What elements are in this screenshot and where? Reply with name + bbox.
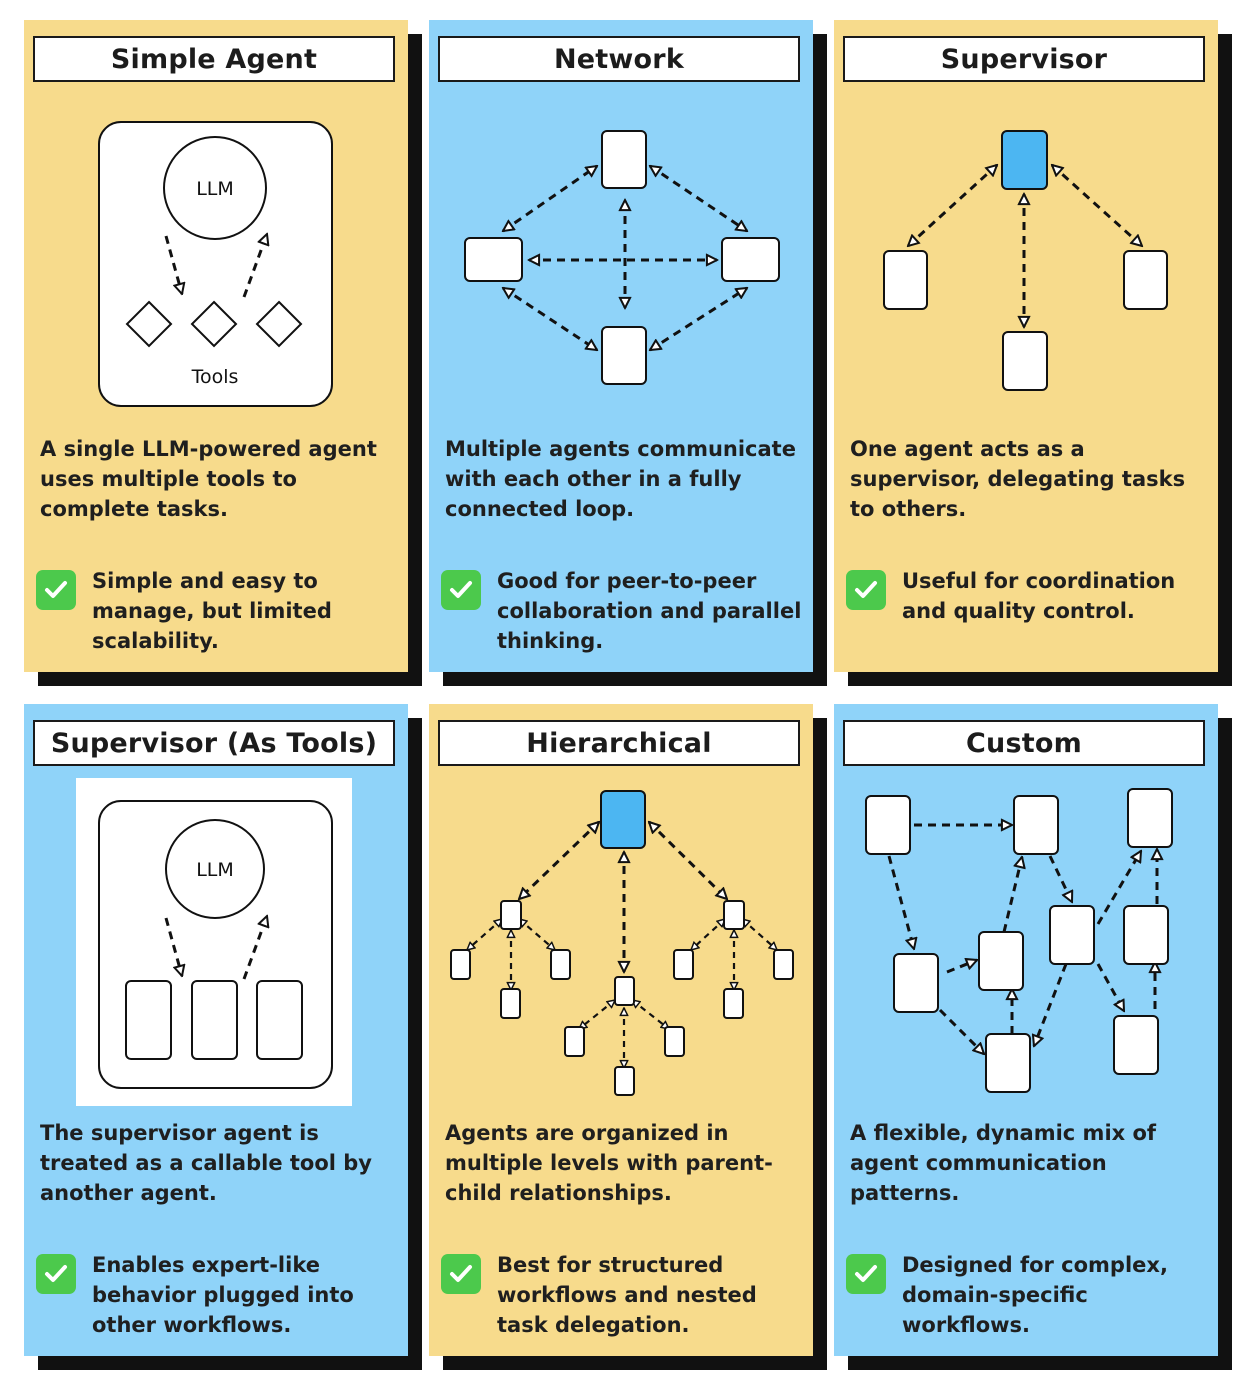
card-network: Network Multiple agents communicate with… bbox=[429, 20, 813, 672]
agent-node bbox=[614, 1066, 635, 1096]
card-title: Network bbox=[438, 36, 800, 82]
check-icon bbox=[36, 570, 76, 610]
tools-label: Tools bbox=[191, 366, 239, 388]
llm-label: LLM bbox=[196, 178, 234, 200]
supervisor-as-tools-diagram: LLM bbox=[76, 778, 352, 1106]
card-description: A single LLM-powered agent uses multiple… bbox=[40, 437, 377, 521]
agent-node bbox=[723, 900, 745, 930]
llm-node bbox=[163, 136, 267, 240]
agent-node bbox=[601, 130, 647, 189]
agent-node bbox=[1123, 905, 1169, 965]
card-description: One agent acts as a supervisor, delegati… bbox=[850, 437, 1186, 521]
check-icon bbox=[36, 1254, 76, 1294]
agent-node bbox=[721, 237, 780, 282]
card-description: The supervisor agent is treated as a cal… bbox=[40, 1121, 372, 1205]
card-description: Multiple agents communicate with each ot… bbox=[445, 437, 796, 521]
agent-node bbox=[893, 953, 939, 1013]
card-hierarchical: Hierarchical Agents are organized in mul… bbox=[429, 704, 813, 1356]
tool-agent-node bbox=[256, 980, 303, 1060]
supervisor-node bbox=[1001, 130, 1048, 190]
agent-node bbox=[985, 1033, 1031, 1093]
llm-node bbox=[165, 819, 265, 919]
tool-agent-node bbox=[125, 980, 172, 1060]
root-node bbox=[600, 790, 646, 849]
agent-node bbox=[1013, 795, 1059, 855]
agent-node bbox=[450, 949, 471, 980]
simple-agent-diagram: LLM Tools bbox=[98, 121, 333, 407]
agent-node bbox=[464, 237, 523, 282]
check-icon bbox=[846, 1254, 886, 1294]
agent-node bbox=[500, 988, 521, 1019]
tool-node bbox=[255, 300, 303, 348]
card-benefit: Designed for complex, domain-specific wo… bbox=[902, 1253, 1168, 1337]
card-benefit: Best for structured workflows and nested… bbox=[497, 1253, 757, 1337]
card-supervisor-as-tools: Supervisor (As Tools) LLM The supervisor… bbox=[24, 704, 408, 1356]
agent-node bbox=[664, 1026, 685, 1057]
agent-node bbox=[1123, 250, 1168, 310]
card-supervisor: Supervisor One agent acts as a superviso… bbox=[834, 20, 1218, 672]
supervisor-diagram bbox=[883, 130, 1168, 391]
network-diagram bbox=[464, 130, 780, 385]
check-icon bbox=[846, 570, 886, 610]
agent-node bbox=[865, 795, 911, 855]
card-title: Supervisor bbox=[843, 36, 1205, 82]
tool-node bbox=[190, 300, 238, 348]
agent-node bbox=[723, 988, 744, 1019]
agent-node bbox=[1127, 788, 1173, 848]
card-simple-agent: Simple Agent LLM Tools A single LLM-powe… bbox=[24, 20, 408, 672]
card-title: Custom bbox=[843, 720, 1205, 766]
card-description: Agents are organized in multiple levels … bbox=[445, 1121, 773, 1205]
llm-label: LLM bbox=[196, 859, 234, 881]
tool-node bbox=[125, 300, 173, 348]
card-benefit: Good for peer-to-peer collaboration and … bbox=[497, 569, 802, 653]
agent-node bbox=[1002, 331, 1048, 391]
agent-node bbox=[673, 949, 694, 980]
agent-node bbox=[601, 326, 647, 385]
card-benefit: Simple and easy to manage, but limited s… bbox=[92, 569, 332, 653]
card-title: Supervisor (As Tools) bbox=[33, 720, 395, 766]
agent-node bbox=[883, 250, 928, 310]
check-icon bbox=[441, 1254, 481, 1294]
agent-node bbox=[550, 949, 571, 980]
agent-node bbox=[1049, 905, 1095, 965]
agent-node bbox=[500, 900, 522, 930]
agent-node bbox=[1113, 1015, 1159, 1075]
agent-node bbox=[773, 949, 794, 980]
card-custom: Custom A flexible, dynamic mix of agent … bbox=[834, 704, 1218, 1356]
card-title: Hierarchical bbox=[438, 720, 800, 766]
check-icon bbox=[441, 570, 481, 610]
tool-agent-node bbox=[191, 980, 238, 1060]
agent-node bbox=[614, 976, 635, 1006]
hierarchical-diagram bbox=[450, 790, 794, 1096]
custom-diagram bbox=[865, 788, 1173, 1093]
card-benefit: Enables expert-like behavior plugged int… bbox=[92, 1253, 354, 1337]
card-title: Simple Agent bbox=[33, 36, 395, 82]
card-description: A flexible, dynamic mix of agent communi… bbox=[850, 1121, 1157, 1205]
agent-node bbox=[564, 1026, 585, 1057]
agent-node bbox=[978, 931, 1024, 991]
card-benefit: Useful for coordination and quality cont… bbox=[902, 569, 1176, 623]
